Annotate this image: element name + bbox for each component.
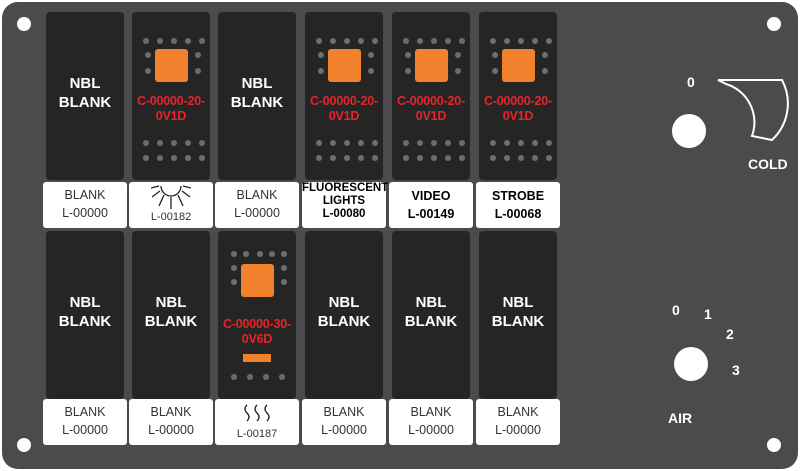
label-code: L-00000	[495, 423, 541, 437]
indicator-lamp	[241, 264, 274, 297]
air-knob[interactable]	[674, 347, 708, 381]
label-text: BLANK	[150, 405, 192, 419]
switch-label-8: BLANK L-00000	[129, 399, 213, 445]
switch-label-3: BLANK L-00000	[215, 182, 299, 228]
label-code: L-00000	[321, 423, 367, 437]
temperature-knob-area: 0 COLD	[662, 62, 798, 182]
indicator-lamp	[155, 49, 188, 82]
label-text: STROBE	[491, 189, 545, 203]
switch-label-4: FLUORESCENT LIGHTS L-00080	[302, 182, 389, 228]
label-code: L-00187	[236, 428, 278, 440]
label-code: L-00000	[408, 423, 454, 437]
air-pos-2-label: 2	[726, 326, 734, 342]
mounting-hole-top-left	[17, 17, 31, 31]
part-number: C-00000-20-0V1D	[310, 94, 378, 123]
rocker-switch-6[interactable]: C-00000-20-0V1D	[479, 12, 557, 180]
indicator-lamp	[328, 49, 361, 82]
air-pos-1-label: 1	[704, 306, 712, 322]
label-code: L-00000	[62, 423, 108, 437]
label-text: BLANK	[323, 405, 365, 419]
temperature-cold-label: COLD	[748, 156, 788, 172]
air-pos-0-label: 0	[672, 302, 680, 318]
switch-label-9: L-00187	[215, 399, 299, 445]
label-code: L-00000	[234, 206, 280, 220]
part-number: C-00000-30-0V6D	[223, 317, 291, 346]
label-code: L-00080	[322, 208, 366, 220]
switch-label-10: BLANK L-00000	[302, 399, 386, 445]
rocker-switch-4[interactable]: C-00000-20-0V1D	[305, 12, 383, 180]
indicator-bar	[243, 354, 271, 362]
label-text-line2: LIGHTS	[322, 195, 366, 207]
temperature-arc-icon	[717, 79, 789, 142]
rocker-switch-9[interactable]: C-00000-30-0V6D	[218, 231, 296, 399]
part-number: C-00000-20-0V1D	[137, 94, 205, 123]
label-code: L-00068	[494, 207, 542, 221]
switch-label-7: BLANK L-00000	[43, 399, 127, 445]
light-icon	[150, 184, 192, 215]
label-code: L-00182	[150, 211, 192, 223]
switch-label-12: BLANK L-00000	[476, 399, 560, 445]
air-pos-3-label: 3	[732, 362, 740, 378]
label-code: L-00000	[62, 206, 108, 220]
switch-label-11: BLANK L-00000	[389, 399, 473, 445]
mounting-hole-bottom-left	[17, 438, 31, 452]
heat-icon	[237, 401, 277, 432]
label-text: BLANK	[64, 405, 106, 419]
label-text: BLANK	[236, 188, 278, 202]
rocker-switch-2[interactable]: C-00000-20-0V1D	[132, 12, 210, 180]
air-knob-area: 0 1 2 3 AIR	[652, 292, 762, 432]
temperature-zero-label: 0	[687, 74, 695, 90]
part-number: C-00000-20-0V1D	[397, 94, 465, 123]
label-code: L-00149	[407, 207, 455, 221]
part-number: C-00000-20-0V1D	[484, 94, 552, 123]
indicator-lamp	[502, 49, 535, 82]
label-text: BLANK	[64, 188, 106, 202]
rocker-switch-5[interactable]: C-00000-20-0V1D	[392, 12, 470, 180]
air-label: AIR	[668, 410, 693, 426]
mounting-hole-top-right	[767, 17, 781, 31]
switch-label-6: STROBE L-00068	[476, 182, 560, 228]
label-text: FLUORESCENT	[302, 182, 389, 194]
label-text: BLANK	[497, 405, 539, 419]
label-text: BLANK	[410, 405, 452, 419]
switch-label-2: L-00182	[129, 182, 213, 228]
label-text: VIDEO	[411, 189, 451, 203]
temperature-knob[interactable]	[672, 114, 706, 148]
switch-label-5: VIDEO L-00149	[389, 182, 473, 228]
indicator-lamp	[415, 49, 448, 82]
label-code: L-00000	[148, 423, 194, 437]
mounting-hole-bottom-right	[767, 438, 781, 452]
switch-label-1: BLANK L-00000	[43, 182, 127, 228]
